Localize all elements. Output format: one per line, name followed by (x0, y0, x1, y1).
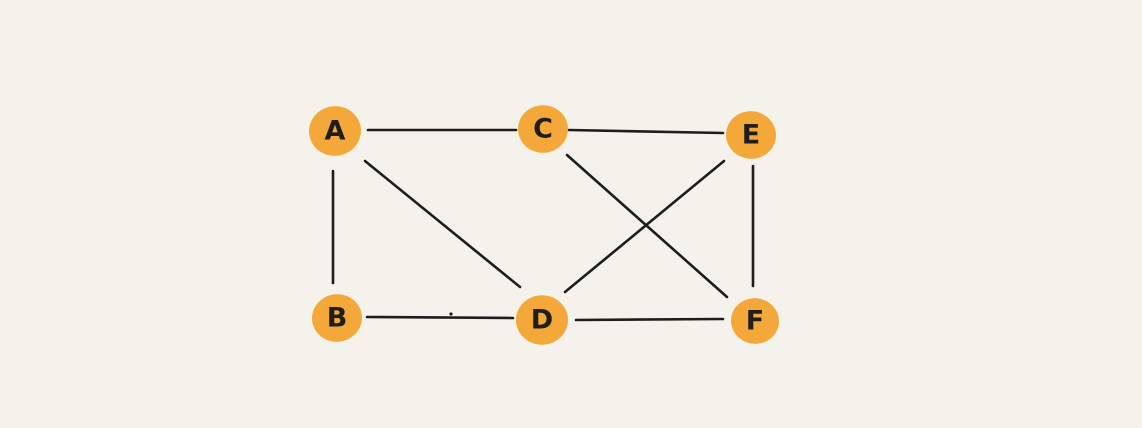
node-circle-C (518, 105, 568, 153)
graph-edge-A-D (363, 159, 522, 289)
graph-edge-D-F (574, 317, 725, 322)
graph-node-D: D (516, 295, 568, 345)
node-circle-A (309, 106, 361, 156)
node-circle-F (731, 298, 779, 344)
graph-edge-C-E (567, 128, 725, 135)
graph-edge-B-D (365, 315, 515, 320)
stray-pen-mark (449, 312, 453, 316)
graph-node-C: C (518, 105, 568, 153)
node-circle-D (516, 295, 568, 345)
node-circle-B (312, 294, 362, 342)
node-circle-E (726, 111, 776, 159)
graph-edge-D-E (563, 159, 726, 294)
